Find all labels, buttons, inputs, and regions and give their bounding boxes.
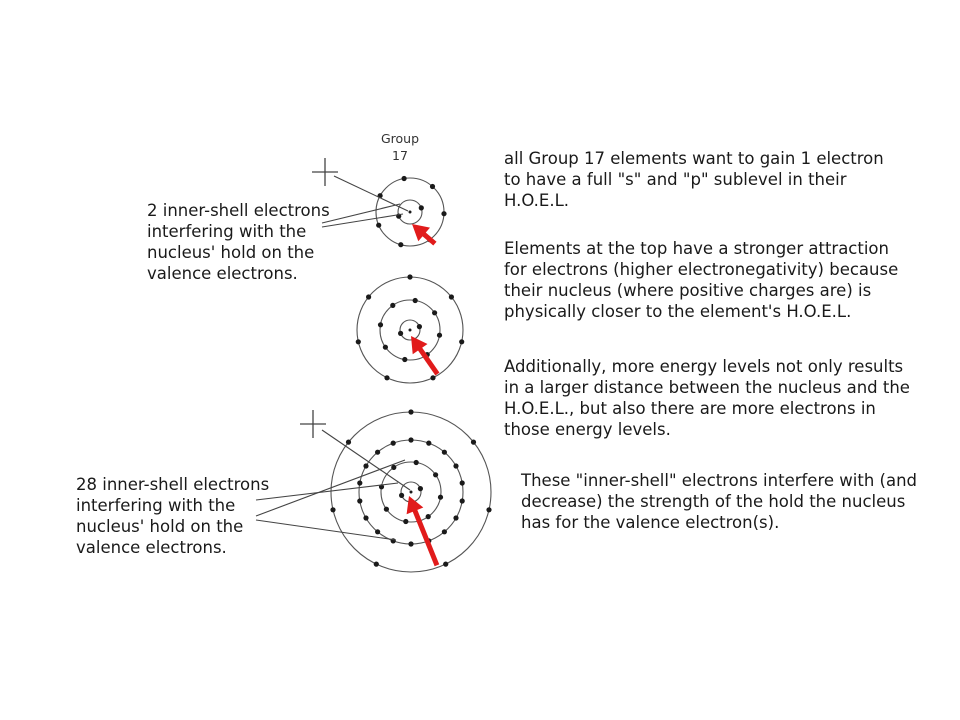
nucleus bbox=[408, 328, 412, 332]
red-arrow-bottom bbox=[406, 496, 440, 567]
electron-dot bbox=[441, 449, 447, 455]
electron-dot bbox=[376, 222, 382, 228]
electron-dot bbox=[459, 498, 465, 504]
electron-dot bbox=[413, 459, 419, 466]
electron-dot bbox=[443, 561, 449, 567]
red-arrow-top bbox=[412, 224, 437, 246]
arrow-head bbox=[406, 496, 424, 515]
electron-dot bbox=[363, 515, 369, 521]
arrow-head bbox=[412, 224, 430, 242]
arrow-shaft bbox=[420, 230, 437, 246]
electron-dot bbox=[357, 498, 363, 504]
electron-dot bbox=[399, 492, 405, 498]
electron-dot bbox=[408, 541, 414, 547]
electron-dot bbox=[398, 330, 404, 336]
electron-dot bbox=[345, 439, 352, 445]
electron-dot bbox=[366, 294, 372, 300]
electron-dot bbox=[383, 506, 389, 512]
electron-dot bbox=[375, 529, 381, 535]
electron-dot bbox=[373, 561, 379, 567]
atom-top bbox=[375, 175, 447, 248]
electron-dot bbox=[375, 449, 381, 455]
electron-dot bbox=[417, 486, 423, 492]
electron-dot bbox=[390, 440, 396, 446]
electron-dot bbox=[486, 507, 492, 513]
electron-dot bbox=[448, 294, 454, 300]
electron-dot bbox=[408, 437, 414, 443]
electron-dot bbox=[430, 375, 436, 381]
electron-dot bbox=[432, 310, 438, 316]
electron-dot bbox=[384, 375, 390, 381]
electron-dot bbox=[355, 339, 361, 345]
arrow-shaft bbox=[416, 345, 440, 376]
electron-dot bbox=[407, 274, 413, 280]
electron-dot bbox=[436, 332, 443, 338]
nucleus bbox=[409, 490, 413, 494]
arrow-shaft bbox=[411, 507, 440, 567]
pointer-line bbox=[255, 482, 399, 501]
electron-dot bbox=[425, 514, 431, 520]
paragraph-group-17-gain-electron: all Group 17 elements want to gain 1 ele… bbox=[504, 149, 884, 210]
electron-dot bbox=[441, 529, 447, 535]
electron-dot bbox=[377, 322, 384, 328]
group-17-label: Group 17 bbox=[380, 131, 420, 163]
paragraph-electronegativity: Elements at the top have a stronger attr… bbox=[504, 239, 899, 321]
electron-dot bbox=[357, 480, 363, 486]
pointer-line bbox=[321, 213, 404, 228]
electron-dot bbox=[453, 463, 459, 469]
annotation-28-inner-shell-electrons: 28 inner-shell electrons interfering wit… bbox=[76, 475, 270, 557]
electron-dot bbox=[437, 494, 444, 500]
arrow-head bbox=[411, 336, 428, 355]
electron-dot bbox=[459, 339, 465, 345]
red-arrow-middle bbox=[411, 336, 440, 376]
electron-dot bbox=[441, 211, 447, 217]
electron-dot bbox=[401, 175, 407, 182]
electron-dot bbox=[391, 464, 397, 470]
energy-level-ring bbox=[379, 299, 441, 361]
atom-bottom bbox=[330, 409, 492, 573]
electron-dot bbox=[412, 297, 418, 304]
paragraph-energy-levels: Additionally, more energy levels not onl… bbox=[504, 357, 910, 439]
energy-level-ring bbox=[399, 319, 421, 341]
electron-dot bbox=[429, 183, 436, 190]
electron-dot bbox=[403, 518, 409, 525]
electron-dot bbox=[459, 480, 465, 486]
electron-dot bbox=[418, 205, 424, 211]
energy-level-ring bbox=[397, 199, 423, 225]
paragraph-inner-shell-interference: These "inner-shell" electrons interfere … bbox=[521, 471, 918, 532]
electron-dot bbox=[402, 356, 408, 363]
electron-dot bbox=[382, 344, 388, 350]
pointer-line bbox=[321, 429, 411, 491]
pointer-line bbox=[255, 459, 406, 517]
pointer-line bbox=[321, 203, 401, 224]
electron-dot bbox=[363, 463, 369, 469]
electron-dot bbox=[433, 472, 439, 478]
electron-dot bbox=[398, 242, 404, 248]
electron-dot bbox=[453, 515, 459, 521]
electron-dot bbox=[330, 507, 336, 513]
pointer-line bbox=[255, 519, 397, 541]
electron-dot bbox=[390, 302, 396, 308]
nucleus bbox=[408, 210, 412, 214]
atom-middle bbox=[355, 274, 465, 384]
energy-level-ring bbox=[380, 461, 442, 523]
electron-dot bbox=[416, 324, 422, 330]
annotation-2-inner-shell-electrons: 2 inner-shell electrons interfering with… bbox=[147, 201, 330, 283]
electron-dot bbox=[426, 440, 432, 446]
electron-dot bbox=[408, 409, 414, 415]
electron-dot bbox=[470, 439, 477, 445]
